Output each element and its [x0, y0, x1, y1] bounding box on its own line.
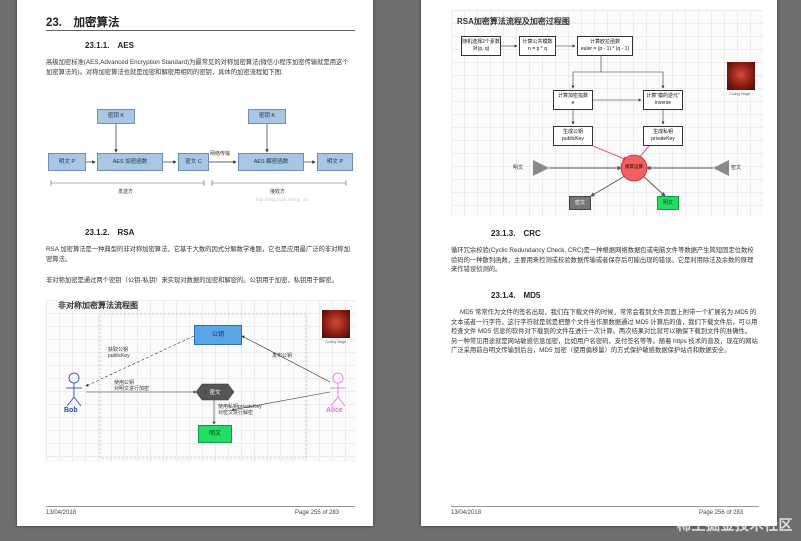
decrypt-privkey-label: 使用私钥privateKey 对密文进行解密	[218, 404, 262, 416]
step-modulus: 计算公共模数 n = p * q	[519, 36, 556, 56]
modpow-circle-label: 模幂运算	[625, 164, 643, 169]
aes-paragraph: 高级加密标准(AES,Advanced Encryption Standard)…	[46, 59, 349, 76]
rsa-process-diagram: RSA加密算法流程及加密过程图 随机选择2个素数对(p, q)	[451, 10, 763, 216]
footer-date-2: 13/04/2018	[451, 510, 482, 516]
heading-rule	[46, 30, 355, 31]
coding-stage-logo-2	[727, 62, 755, 90]
rsa-title: 23.1.2. RSA	[85, 228, 135, 237]
document-page-256: RSA加密算法流程及加密过程图 随机选择2个素数对(p, q)	[421, 0, 777, 526]
step-public-key: 生成公钥 publicKey	[553, 126, 593, 146]
aes-diagram-lines	[50, 124, 347, 186]
step-private-key: 生成私钥 privateKey	[643, 126, 683, 146]
aes-watermark: http://blog.csdn.net/qq_28...	[256, 197, 312, 202]
document-page-255: 23. 加密算法 23.1.1. AES 高级加密标准(AES,Advanced…	[17, 0, 373, 526]
plain-input-label: 明文	[513, 165, 524, 171]
rsa-process-lines	[501, 44, 729, 197]
aes-key-left: 密钥 K	[97, 109, 135, 124]
crc-title: 23.1.3. CRC	[491, 229, 541, 238]
aes-receiver-label: 接收方	[270, 189, 286, 195]
publish-pubkey-label: 发布公钥	[272, 353, 293, 359]
pubkey-box: 公钥	[194, 325, 242, 345]
footer-date: 13/04/2018	[46, 510, 77, 516]
plain-box: 明文	[198, 425, 232, 443]
footer-page-2: Page 256 of 283	[699, 510, 744, 516]
aes-network-label: 网络传输	[210, 151, 231, 157]
aes-sender-label: 发送方	[118, 189, 134, 195]
coding-stage-caption: Coding Stage	[325, 340, 347, 344]
md5-title: 23.1.4. MD5	[491, 291, 541, 300]
cipher-input-label: 密文	[731, 165, 742, 171]
coding-stage-caption-2: Coding Stage	[729, 92, 751, 96]
asymmetric-diagram-title: 非对称加密算法流程图	[58, 301, 138, 310]
aes-title: 23.1.1. AES	[85, 41, 134, 50]
cipher-hexagon-label: 密文	[209, 390, 221, 396]
cipher-output-box: 密文	[569, 196, 591, 210]
aes-plain-left: 明文 P	[48, 153, 86, 171]
footer-page: Page 255 of 283	[295, 510, 340, 516]
plain-output-box: 明文	[657, 196, 679, 210]
aes-key-right: 密钥 K	[248, 109, 286, 124]
aes-decrypt-function: AES 解密函数	[238, 153, 304, 171]
footer-rule-2	[451, 506, 759, 507]
step-primes: 随机选择2个素数对(p, q)	[461, 36, 501, 56]
step-modular-inverse: 计算"模的逆元" inverse	[643, 90, 683, 110]
rsa-process-title: RSA加密算法流程及加密过程图	[457, 17, 570, 26]
alice-label: Alice	[326, 407, 343, 414]
rsa-paragraph-2: 非对称加密是通过两个密钥（公钥-私钥）来实现对数据的加密和解密的。公钥用于加密，…	[46, 277, 338, 284]
aes-encrypt-function: AES 加密函数	[97, 153, 163, 171]
crc-paragraph: 循环冗余校验(Cyclic Redundancy Check, CRC)是一种根…	[451, 247, 754, 274]
section-heading: 23. 加密算法	[46, 17, 120, 29]
asymmetric-diagram-lines	[66, 313, 346, 459]
encrypt-pubkey-label: 使用公钥 对明文进行加密	[114, 380, 150, 392]
rsa-paragraph-1: RSA 加密算法是一种典型的非对称加密算法，它基于大数的因式分解数学难题，它也是…	[46, 246, 351, 263]
asymmetric-diagram: 非对称加密算法流程图 公钥 密文 明文	[46, 300, 356, 462]
aes-ciphertext: 密文 C	[178, 153, 209, 171]
bob-label: Bob	[64, 407, 78, 414]
coding-stage-logo	[322, 310, 350, 338]
aes-diagram: 密钥 K 密钥 K 明文 P AES 加密函数 密文 C AES 解密函数 明文…	[46, 105, 356, 205]
md5-paragraph: MD5 常常作为文件的签名出现，我们在下载文件的时候，常常会看到文件页面上附带一…	[451, 309, 758, 355]
get-pubkey-label: 获取公钥 publicKey	[108, 347, 130, 359]
footer-rule	[46, 506, 355, 507]
step-euler: 计算欧拉函数 euler = (p - 1) * (q - 1)	[577, 36, 633, 56]
site-watermark: 稀土掘金技术社区	[677, 517, 793, 533]
step-encrypt-exponent: 计算加密指数 e	[553, 90, 593, 110]
aes-plain-right: 明文 P	[317, 153, 353, 171]
